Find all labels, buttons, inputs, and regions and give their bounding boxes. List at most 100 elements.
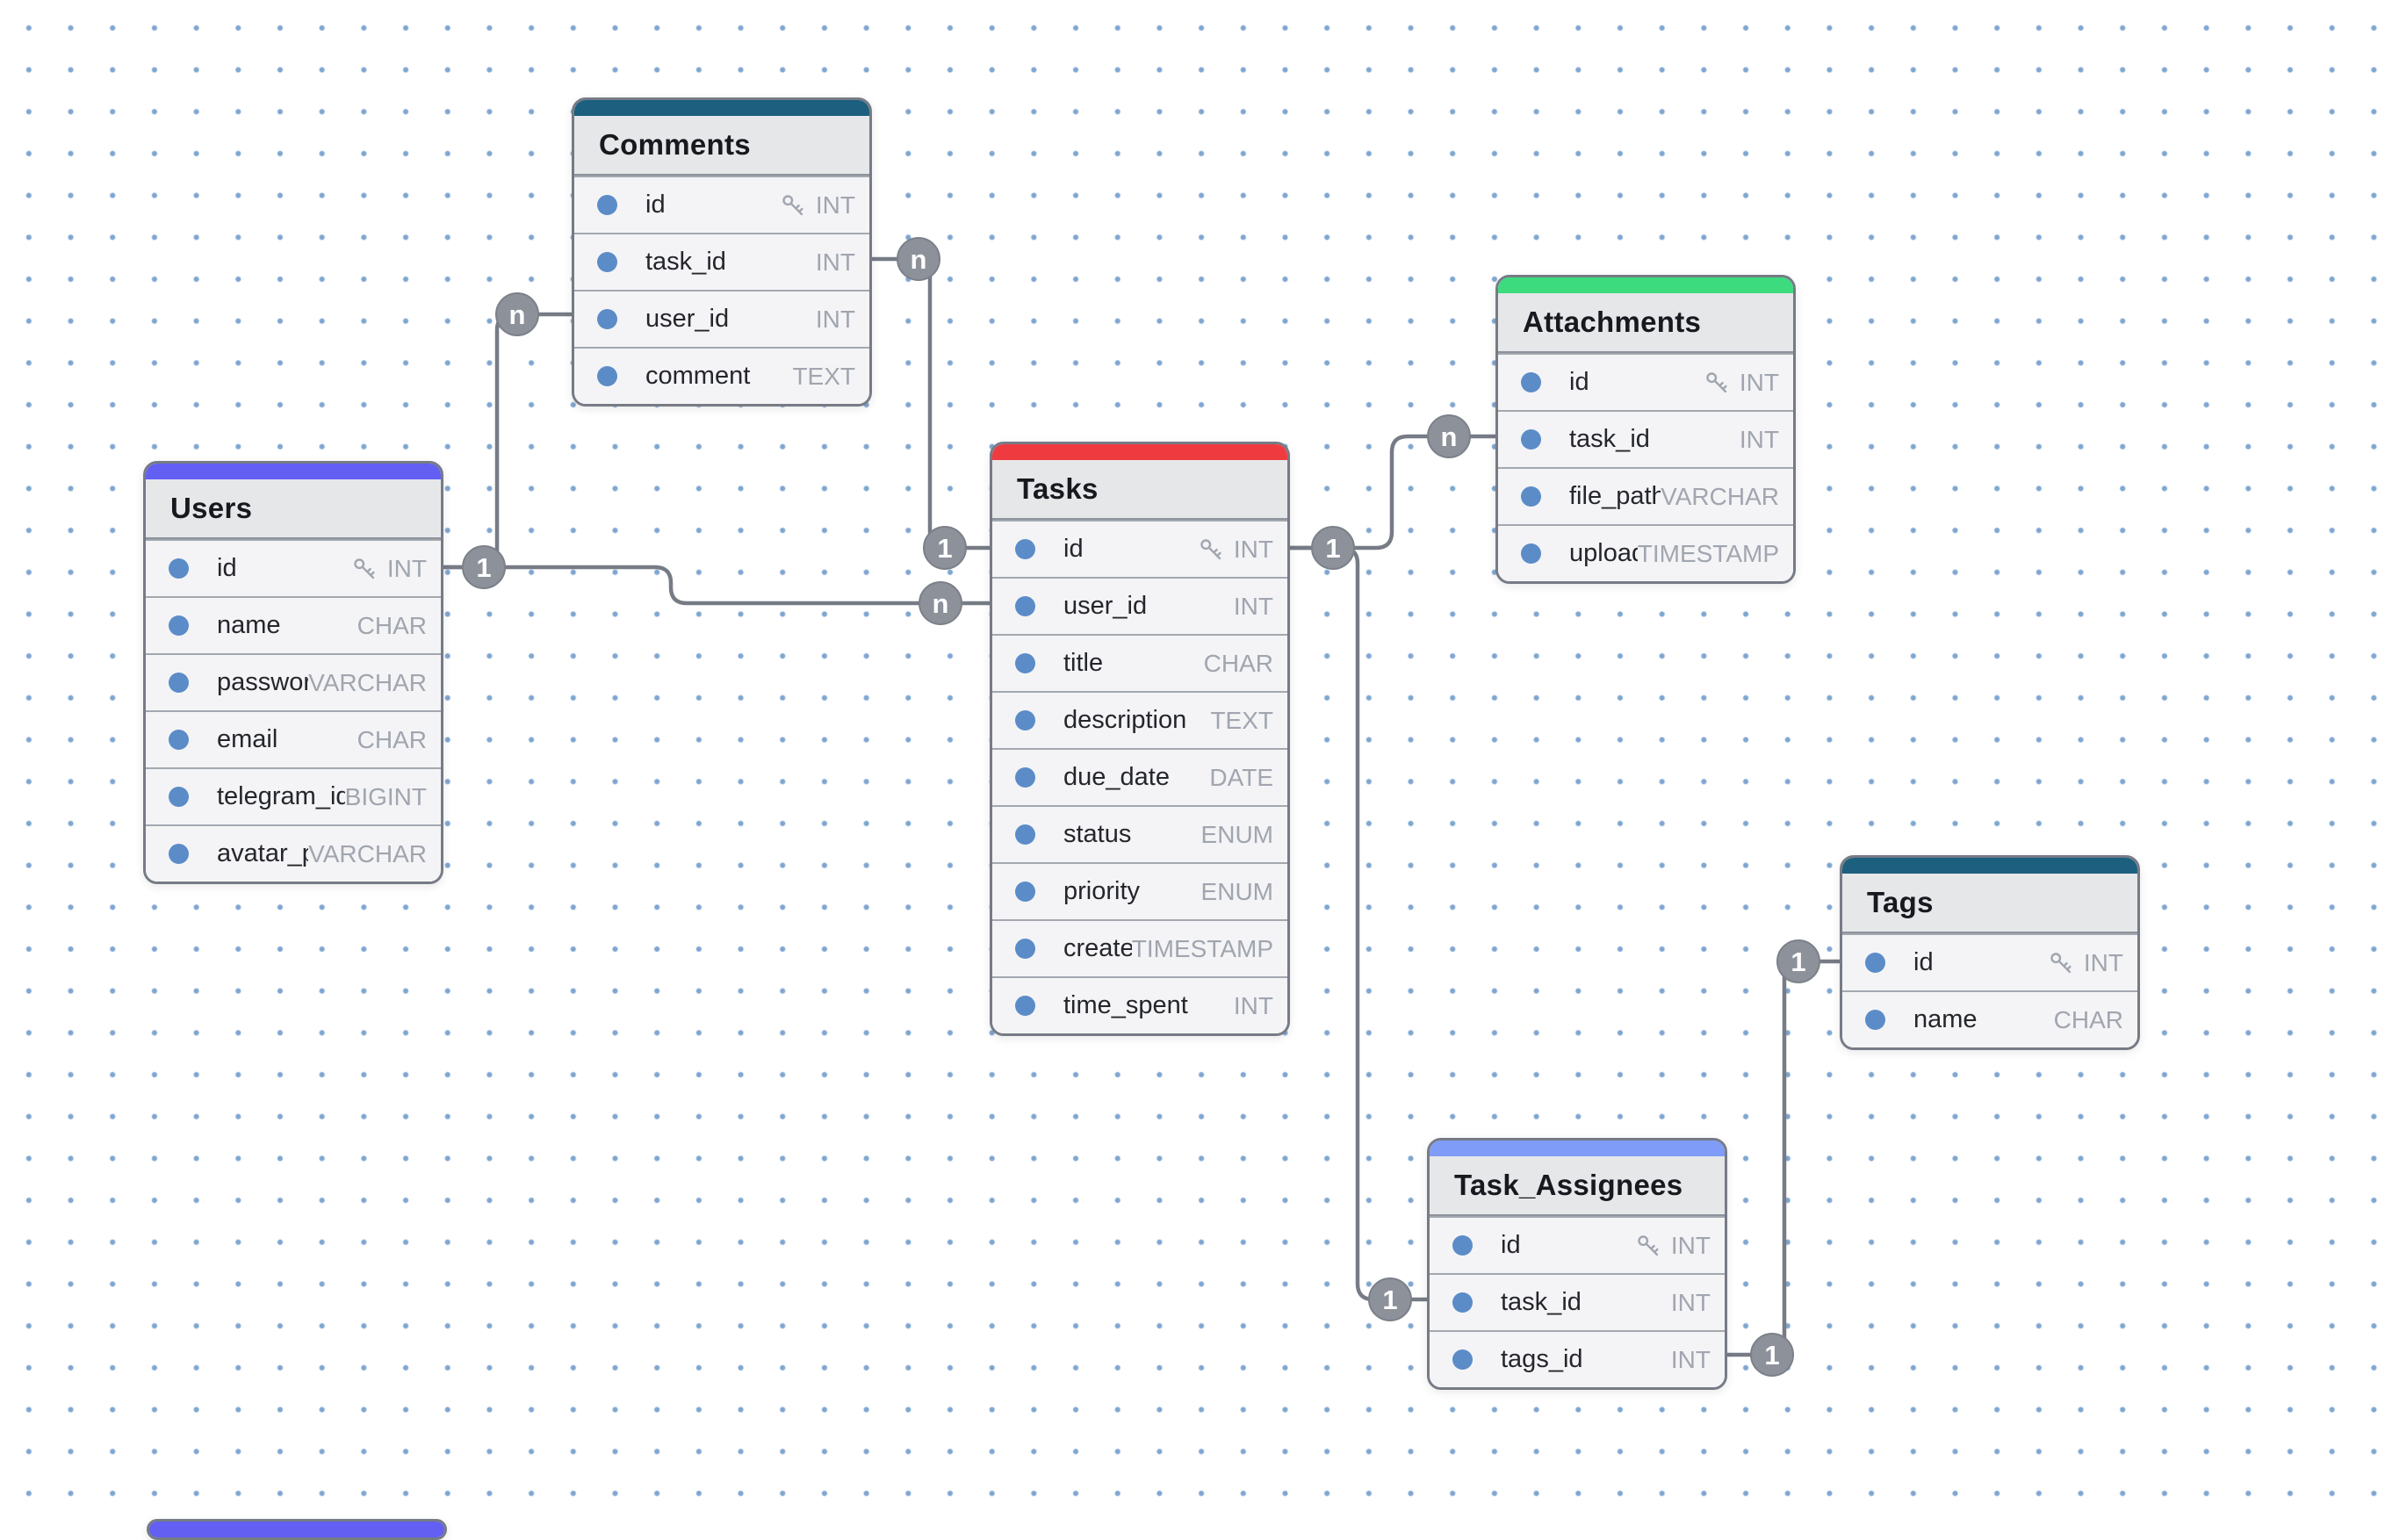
field-dot-icon bbox=[1015, 824, 1035, 845]
cardinality-badge: 1 bbox=[1311, 526, 1355, 570]
field-type-label: INT bbox=[1233, 592, 1273, 620]
field-row-upload[interactable]: upload...TIMESTAMP bbox=[1498, 524, 1793, 581]
field-name: id bbox=[1063, 535, 1084, 563]
field-type-label: INT bbox=[1670, 1231, 1711, 1259]
field-row-name[interactable]: name CHAR bbox=[146, 596, 441, 653]
field-type: INT bbox=[1234, 992, 1273, 1020]
field-dot-icon bbox=[1521, 543, 1541, 564]
relationship-line-users-comments[interactable] bbox=[443, 312, 573, 570]
field-dot-icon bbox=[1015, 539, 1035, 559]
field-dot-icon bbox=[1015, 882, 1035, 902]
field-type: CHAR bbox=[1204, 650, 1273, 678]
field-name: created... bbox=[1063, 934, 1132, 962]
field-type: TIMESTAMP bbox=[1132, 935, 1273, 963]
primary-key-icon bbox=[2050, 952, 2072, 973]
field-name: task_id bbox=[645, 248, 726, 276]
field-dot-icon bbox=[169, 558, 189, 579]
table-partial[interactable] bbox=[147, 1519, 447, 1540]
field-type: CHAR bbox=[357, 612, 427, 640]
relationship-line-tasks-comments[interactable] bbox=[872, 256, 990, 551]
field-type-label: INT bbox=[1739, 425, 1779, 453]
table-title: Tags bbox=[1842, 874, 2137, 933]
field-type-label: INT bbox=[815, 305, 855, 333]
primary-key-icon bbox=[782, 194, 803, 215]
cardinality-label: 1 bbox=[1382, 1285, 1397, 1315]
field-dot-icon bbox=[169, 730, 189, 750]
cardinality-label: 1 bbox=[1791, 946, 1805, 977]
cardinality-circle bbox=[1311, 526, 1355, 570]
field-dot-icon bbox=[1015, 767, 1035, 788]
field-name: file_path bbox=[1569, 482, 1661, 510]
field-type: INT bbox=[1704, 369, 1779, 397]
cardinality-label: n bbox=[509, 299, 526, 330]
field-row-avatar_pa[interactable]: avatar_pa...VARCHAR bbox=[146, 824, 441, 882]
field-type-label: ENUM bbox=[1200, 820, 1273, 848]
cardinality-circle bbox=[1776, 939, 1820, 983]
relationship-line-users-tasks[interactable] bbox=[443, 565, 990, 606]
field-row-created[interactable]: created...TIMESTAMP bbox=[992, 919, 1287, 976]
field-type-label: INT bbox=[815, 248, 855, 276]
table-title: Task_Assignees bbox=[1430, 1156, 1725, 1216]
table-title: Attachments bbox=[1498, 293, 1793, 353]
field-type-label: DATE bbox=[1209, 763, 1273, 791]
table-accent-bar bbox=[146, 464, 441, 479]
field-type-label: INT bbox=[1670, 1345, 1711, 1373]
field-type: INT bbox=[1671, 1346, 1711, 1374]
table-accent-bar bbox=[1842, 858, 2137, 874]
field-type: INT bbox=[1234, 593, 1273, 621]
relationship-line-tasks-task-assignees[interactable] bbox=[1289, 545, 1427, 1302]
field-row-time_spent[interactable]: time_spent INT bbox=[992, 976, 1287, 1033]
field-dot-icon bbox=[1015, 653, 1035, 673]
field-name: id bbox=[645, 191, 666, 219]
table-accent-bar bbox=[992, 444, 1287, 460]
cardinality-badge: 1 bbox=[1776, 939, 1820, 983]
field-type: INT bbox=[1671, 1289, 1711, 1317]
field-type-label: TEXT bbox=[1210, 706, 1273, 734]
relationship-line-tasks-attachments[interactable] bbox=[1289, 434, 1495, 551]
field-type: CHAR bbox=[357, 726, 427, 754]
cardinality-badge: 1 bbox=[462, 545, 506, 589]
relationship-line-tags-task-assignees[interactable] bbox=[1727, 959, 1840, 1357]
field-dot-icon bbox=[1521, 372, 1541, 392]
field-row-task_id[interactable]: task_id INT bbox=[574, 233, 869, 290]
field-type: TIMESTAMP bbox=[1638, 540, 1779, 568]
field-type-label: TIMESTAMP bbox=[1637, 539, 1779, 567]
field-dot-icon bbox=[597, 309, 617, 329]
cardinality-circle bbox=[1427, 414, 1471, 458]
field-type-label: TEXT bbox=[792, 362, 855, 390]
field-name: name bbox=[217, 611, 281, 639]
table-accent-bar bbox=[1498, 277, 1793, 293]
table-users[interactable]: UsersidINTnameCHARpasswordVARCHARemailCH… bbox=[143, 461, 443, 884]
table-title: Tasks bbox=[992, 460, 1287, 520]
field-row-password[interactable]: passwordVARCHAR bbox=[146, 653, 441, 710]
cardinality-circle bbox=[919, 581, 962, 625]
field-name: time_spent bbox=[1063, 991, 1188, 1019]
